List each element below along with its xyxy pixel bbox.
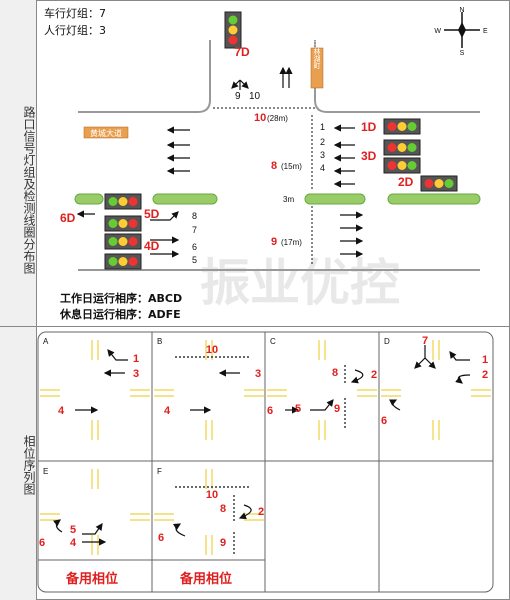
signal-3d-b [383, 157, 421, 174]
svg-text:3m: 3m [283, 195, 294, 204]
svg-text:1: 1 [320, 122, 325, 132]
south-east-arrows [340, 211, 364, 258]
svg-text:1: 1 [133, 353, 139, 365]
signal-6d [104, 193, 142, 210]
svg-text:7D: 7D [234, 45, 250, 59]
svg-text:王林湖町: 王林湖町 [313, 41, 321, 69]
svg-text:2: 2 [482, 369, 488, 381]
svg-text:7: 7 [422, 335, 428, 347]
north-arrows [232, 66, 293, 90]
bottom-side-label: 相位序列图 [22, 435, 36, 495]
svg-text:9: 9 [220, 537, 226, 549]
svg-text:3: 3 [133, 368, 139, 380]
svg-text:2D: 2D [398, 175, 414, 189]
signal-3d-a [383, 139, 421, 156]
svg-text:5D: 5D [144, 207, 160, 221]
svg-text:6: 6 [192, 242, 197, 252]
detector-west-2 [152, 193, 218, 205]
svg-text:4: 4 [320, 163, 325, 173]
svg-text:6: 6 [158, 532, 164, 544]
svg-text:9: 9 [271, 236, 277, 248]
ped-group-count: 人行灯组：3 [44, 24, 106, 37]
road-name-north [310, 47, 324, 89]
svg-text:10: 10 [254, 112, 266, 124]
restday-sequence: 休息日运行相序：ADFE [60, 308, 181, 321]
svg-text:D: D [384, 337, 390, 346]
svg-text:2: 2 [371, 369, 377, 381]
svg-text:8: 8 [271, 160, 277, 172]
svg-text:F: F [157, 467, 162, 476]
svg-text:4: 4 [164, 405, 171, 417]
svg-text:(28m): (28m) [267, 114, 288, 123]
signal-5d [104, 215, 142, 232]
workday-sequence: 工作日运行相序：ABCD [60, 292, 183, 305]
svg-text:9: 9 [235, 91, 241, 102]
detector-east-2 [387, 193, 481, 205]
left-label-column [0, 0, 37, 600]
svg-text:B: B [157, 337, 162, 346]
spare-phase-label-f: 备用相位 [180, 572, 233, 587]
svg-text:8: 8 [192, 211, 197, 221]
svg-text:5: 5 [295, 403, 301, 415]
svg-text:(15m): (15m) [281, 162, 302, 171]
east-arrows [333, 124, 355, 188]
west-east-arrows [76, 210, 180, 258]
signal-4d-b [104, 253, 142, 270]
svg-text:10: 10 [249, 91, 261, 102]
svg-text:S: S [460, 50, 465, 57]
panel-divider [0, 326, 510, 327]
signal-7d [224, 11, 242, 49]
svg-text:黄城大道: 黄城大道 [90, 128, 122, 138]
detector-west-1 [74, 193, 104, 205]
spare-phase-label-e: 备用相位 [66, 572, 119, 587]
svg-text:C: C [270, 337, 276, 346]
vehicle-group-count: 车行灯组：7 [44, 7, 106, 20]
svg-text:7: 7 [192, 225, 197, 235]
road-edges [78, 40, 480, 271]
svg-text:3: 3 [255, 368, 261, 380]
svg-text:8: 8 [332, 367, 338, 379]
svg-text:2: 2 [320, 137, 325, 147]
svg-text:4: 4 [58, 405, 65, 417]
svg-text:A: A [43, 337, 49, 346]
svg-text:8: 8 [220, 503, 226, 515]
west-arrows [166, 126, 190, 175]
svg-text:(17m): (17m) [281, 238, 302, 247]
svg-text:E: E [483, 28, 488, 35]
top-side-label: 路口信号灯组及检测线圈分布图 [22, 106, 36, 274]
svg-text:6: 6 [39, 537, 45, 549]
compass-icon: N S W E [434, 7, 488, 57]
svg-text:10: 10 [206, 489, 218, 501]
svg-text:6: 6 [381, 415, 387, 427]
svg-text:1D: 1D [361, 120, 377, 134]
signal-1d [383, 118, 421, 135]
svg-text:5: 5 [70, 524, 76, 536]
detector-east-1 [304, 193, 366, 205]
svg-text:4: 4 [70, 537, 77, 549]
svg-text:W: W [434, 28, 441, 35]
svg-text:5: 5 [192, 255, 197, 265]
svg-text:6D: 6D [60, 211, 76, 225]
svg-text:3D: 3D [361, 149, 377, 163]
signal-2d [420, 175, 458, 192]
svg-text:N: N [459, 7, 464, 14]
svg-text:E: E [43, 467, 48, 476]
svg-text:3: 3 [320, 150, 325, 160]
svg-text:1: 1 [482, 354, 488, 366]
road-name-west [83, 126, 129, 139]
svg-text:9: 9 [334, 403, 340, 415]
phase-lane-guides [40, 340, 491, 555]
svg-text:4D: 4D [144, 239, 160, 253]
watermark: 振业优控 [200, 254, 400, 312]
svg-text:10: 10 [206, 344, 218, 356]
svg-text:2: 2 [258, 506, 264, 518]
signal-4d-a [104, 233, 142, 250]
svg-text:6: 6 [267, 405, 273, 417]
